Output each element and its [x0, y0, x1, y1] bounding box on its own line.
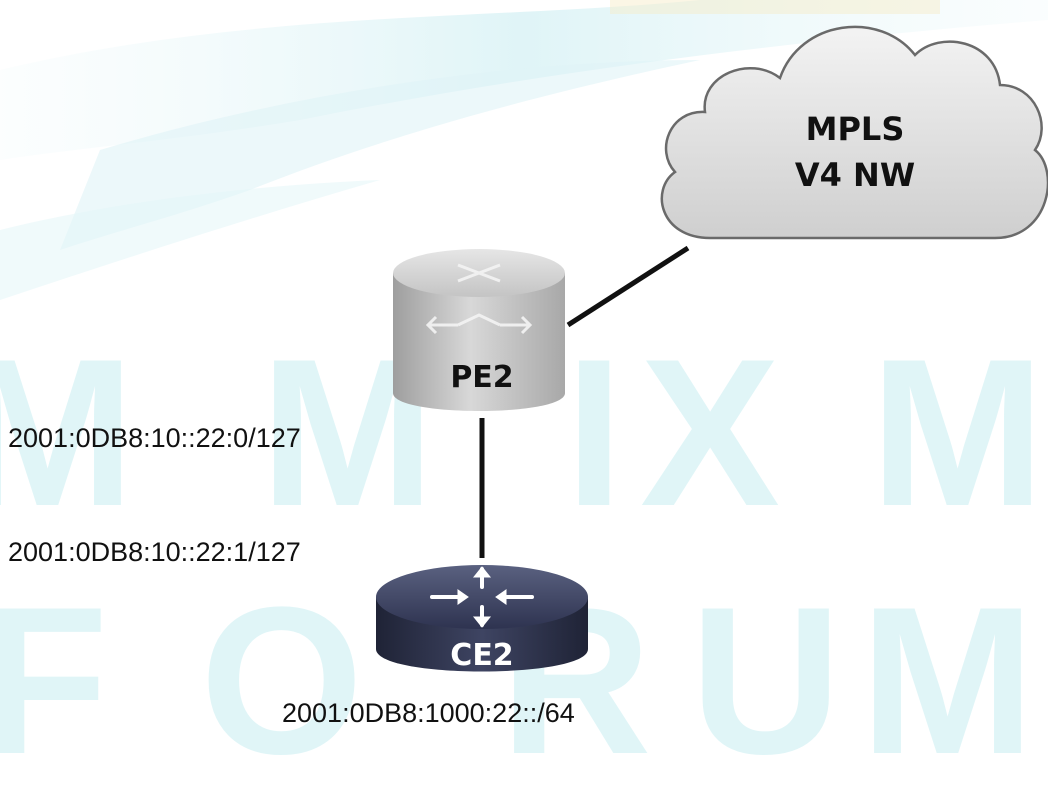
ce-router-icon[interactable]	[372, 555, 592, 685]
watermark-letter: M	[870, 315, 1045, 550]
watermark-letter: X	[640, 315, 781, 550]
ce-router-label: CE2	[450, 638, 514, 673]
pe-router-icon[interactable]	[388, 245, 578, 425]
links-layer	[479, 245, 690, 558]
cloud-label-line1: MPLS	[805, 110, 905, 148]
pe-cloud-link	[566, 245, 690, 328]
ce-link-address: 2001:0DB8:10::22:1/127	[8, 537, 301, 567]
watermark-letter: I	[565, 315, 624, 550]
cloud-icon	[660, 25, 1048, 240]
ce-lan-address: 2001:0DB8:1000:22::/64	[282, 698, 575, 728]
cloud-label-line2: V4 NW	[794, 156, 916, 194]
background-swoosh	[0, 0, 1048, 300]
pe-link-address: 2001:0DB8:10::22:0/127	[8, 423, 301, 453]
pe-router-label: PE2	[450, 360, 514, 395]
watermark-letter: M	[0, 315, 135, 550]
